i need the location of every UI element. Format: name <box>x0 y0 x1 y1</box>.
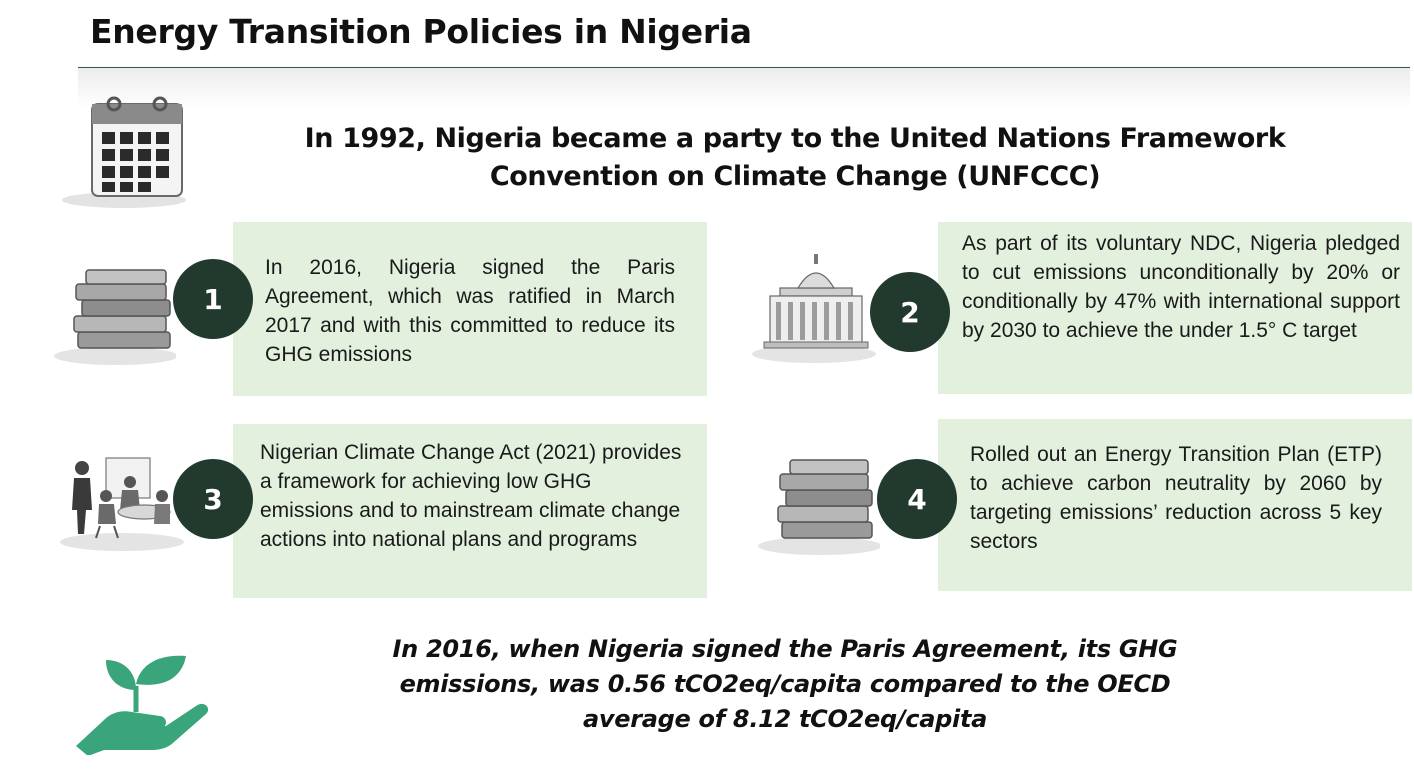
books-icon <box>758 459 880 555</box>
policy-4-text: Rolled out an Energy Transition Plan (ET… <box>970 443 1382 553</box>
meeting-people-icon <box>60 457 184 551</box>
policy-number-badge-2: 2 <box>870 272 950 352</box>
headline-line-2: Convention on Climate Change (UNFCCC) <box>489 161 1101 192</box>
policy-card-2: As part of its voluntary NDC, Nigeria pl… <box>938 222 1412 394</box>
footer-line-1: In 2016, when Nigeria signed the Paris A… <box>392 635 1178 663</box>
policy-card-1: In 2016, Nigeria signed the Paris Agreem… <box>233 222 707 396</box>
policy-1-text: In 2016, Nigeria signed the Paris Agreem… <box>265 256 675 366</box>
footer-line-2: emissions, was 0.56 tCO2eq/capita compar… <box>399 670 1171 698</box>
policy-2-text: As part of its voluntary NDC, Nigeria pl… <box>962 232 1400 342</box>
policy-number-badge-1: 1 <box>173 259 253 339</box>
policy-number-badge-3: 3 <box>173 459 253 539</box>
policy-card-3: Nigerian Climate Change Act (2021) provi… <box>233 424 707 598</box>
divider-shadow <box>78 68 1410 108</box>
calendar-icon <box>62 96 186 208</box>
government-building-icon <box>752 254 876 363</box>
policy-card-4: Rolled out an Energy Transition Plan (ET… <box>938 419 1412 591</box>
headline-line-1: In 1992, Nigeria became a party to the U… <box>304 123 1286 154</box>
page-title: Energy Transition Policies in Nigeria <box>90 12 752 51</box>
plant-in-hand-icon <box>76 655 209 755</box>
unfccc-headline: In 1992, Nigeria became a party to the U… <box>300 120 1290 196</box>
policy-3-text: Nigerian Climate Change Act (2021) provi… <box>260 441 682 551</box>
emissions-comparison-note: In 2016, when Nigeria signed the Paris A… <box>370 632 1200 737</box>
policy-number-badge-4: 4 <box>877 459 957 539</box>
books-icon <box>54 269 176 365</box>
footer-line-3: average of 8.12 tCO2eq/capita <box>582 705 988 733</box>
title-divider <box>78 67 1410 68</box>
